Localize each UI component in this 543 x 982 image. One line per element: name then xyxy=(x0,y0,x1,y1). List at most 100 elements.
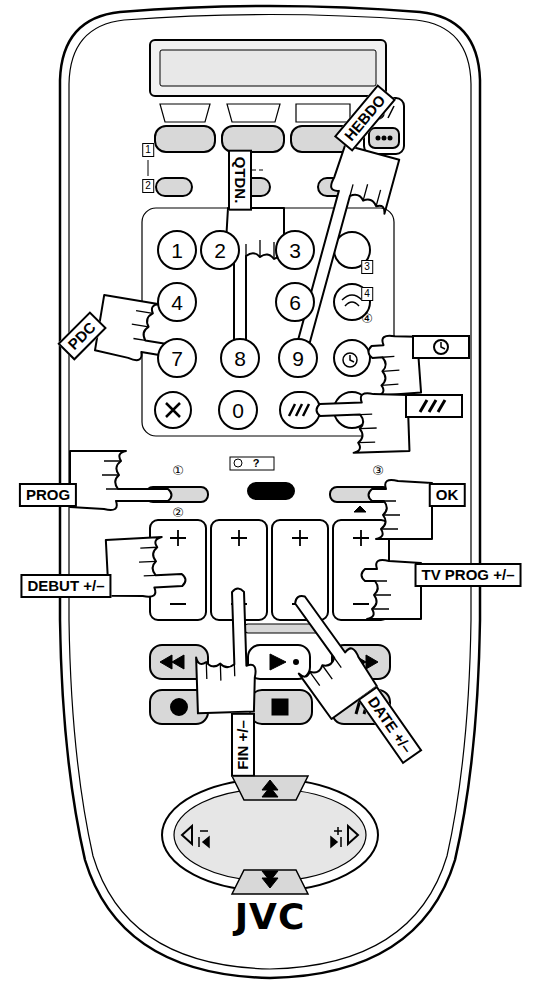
side-keys xyxy=(350,355,354,362)
plus-minus-keys xyxy=(150,520,389,633)
transport-keys xyxy=(270,654,286,670)
label-text: TV PROG +/– xyxy=(422,566,515,584)
side-keys xyxy=(343,353,357,367)
callout-tag: DATE +/– xyxy=(357,686,422,765)
callout-number: ② xyxy=(172,506,184,519)
display-window xyxy=(150,40,386,96)
prog-row xyxy=(234,459,242,467)
hand-outline xyxy=(369,480,433,539)
callout-tag: OK xyxy=(429,483,466,507)
label-text: 9 xyxy=(292,348,304,369)
cursor-pad xyxy=(232,870,308,894)
cursor-pad xyxy=(162,779,378,891)
callout-number: ③ xyxy=(372,464,384,477)
number-button: 2 xyxy=(200,230,240,270)
label-text: PDC xyxy=(64,318,99,353)
plus-minus-keys xyxy=(353,530,369,604)
top-buttons xyxy=(369,128,399,148)
hand-crease xyxy=(379,356,400,385)
hand-crease xyxy=(206,661,235,681)
label-text: 3 xyxy=(289,240,301,261)
plus-minus-keys xyxy=(292,530,308,604)
pointing-hand xyxy=(369,480,433,539)
pointing-hand xyxy=(70,451,172,510)
number-button: 6 xyxy=(275,282,315,322)
icon-callouts xyxy=(406,395,462,417)
side-keys xyxy=(334,340,370,376)
function-row xyxy=(156,178,192,196)
hand-crease xyxy=(310,655,344,687)
icon-callouts xyxy=(406,336,469,417)
top-buttons xyxy=(296,104,350,122)
number-button: 4 xyxy=(157,282,197,322)
icon-callouts xyxy=(441,342,445,349)
callout-number: ? xyxy=(253,458,260,469)
pointing-hand xyxy=(225,208,284,344)
pointing-hand xyxy=(316,392,410,454)
callout-number: ④ xyxy=(361,312,373,325)
callout-tag: PROG xyxy=(19,483,77,507)
callout-number: ① xyxy=(172,464,184,477)
hand-outline xyxy=(362,560,422,619)
hand-crease xyxy=(130,310,153,341)
top-buttons xyxy=(155,126,215,152)
callout-tag: HEBDO xyxy=(334,84,396,152)
hand-crease xyxy=(381,501,400,529)
label-text: HEBDO xyxy=(341,91,390,144)
display-window xyxy=(160,50,376,86)
cursor-pad xyxy=(262,871,278,888)
cursor-pad xyxy=(199,831,209,847)
icon-callouts xyxy=(420,400,445,412)
remote-housing xyxy=(69,15,471,970)
pointing-hand xyxy=(194,588,257,713)
label-text: 4 xyxy=(171,292,183,313)
plus-minus-keys xyxy=(150,520,206,620)
label-text: JVC xyxy=(235,896,306,937)
label-text: 8 xyxy=(234,348,246,369)
callout-number: 2 xyxy=(142,179,154,193)
callout-number: 1 xyxy=(142,143,154,157)
pointing-hands xyxy=(70,144,432,719)
number-button: 8 xyxy=(220,338,260,378)
cursor-pad xyxy=(262,780,278,797)
display-window xyxy=(150,40,386,96)
cursor-pad xyxy=(162,776,378,894)
top-buttons xyxy=(227,104,280,122)
callout-number: 3 xyxy=(361,260,373,274)
remote-housing xyxy=(60,6,480,978)
transport-keys xyxy=(160,655,184,669)
side-keys xyxy=(342,295,362,306)
transport-keys xyxy=(248,645,310,679)
hand-outline xyxy=(70,451,172,510)
number-button: 7 xyxy=(157,338,197,378)
callout-tag: PDC xyxy=(57,311,106,360)
callout-tag: FIN +/– xyxy=(231,713,255,777)
plus-minus-keys xyxy=(170,530,186,604)
callout-number: 4 xyxy=(361,287,373,301)
label-text: DATE +/– xyxy=(364,693,416,757)
label-text: 7 xyxy=(171,348,183,369)
label-text: FIN +/– xyxy=(234,720,252,770)
hand-crease xyxy=(246,240,274,259)
cursor-pad xyxy=(174,789,366,881)
hand-crease xyxy=(372,581,391,609)
remote-body: JVC123467890 xyxy=(60,8,480,980)
cursor-pad xyxy=(331,827,342,847)
cursor-pad xyxy=(232,776,308,800)
top-buttons xyxy=(377,137,380,140)
label-text: OK xyxy=(436,486,459,504)
transport-keys xyxy=(250,690,312,724)
side-keys xyxy=(289,404,309,416)
top-buttons xyxy=(389,137,392,140)
hand-outline xyxy=(225,208,284,344)
label-text: DEBUT +/– xyxy=(27,577,104,595)
number-button: 3 xyxy=(275,230,315,270)
hand-crease xyxy=(357,414,377,443)
transport-keys xyxy=(171,699,187,715)
label-text: 2 xyxy=(214,240,226,261)
hand-crease xyxy=(349,181,381,207)
pointing-hand xyxy=(362,560,422,619)
prog-row xyxy=(248,483,294,499)
hand-crease xyxy=(102,461,121,489)
